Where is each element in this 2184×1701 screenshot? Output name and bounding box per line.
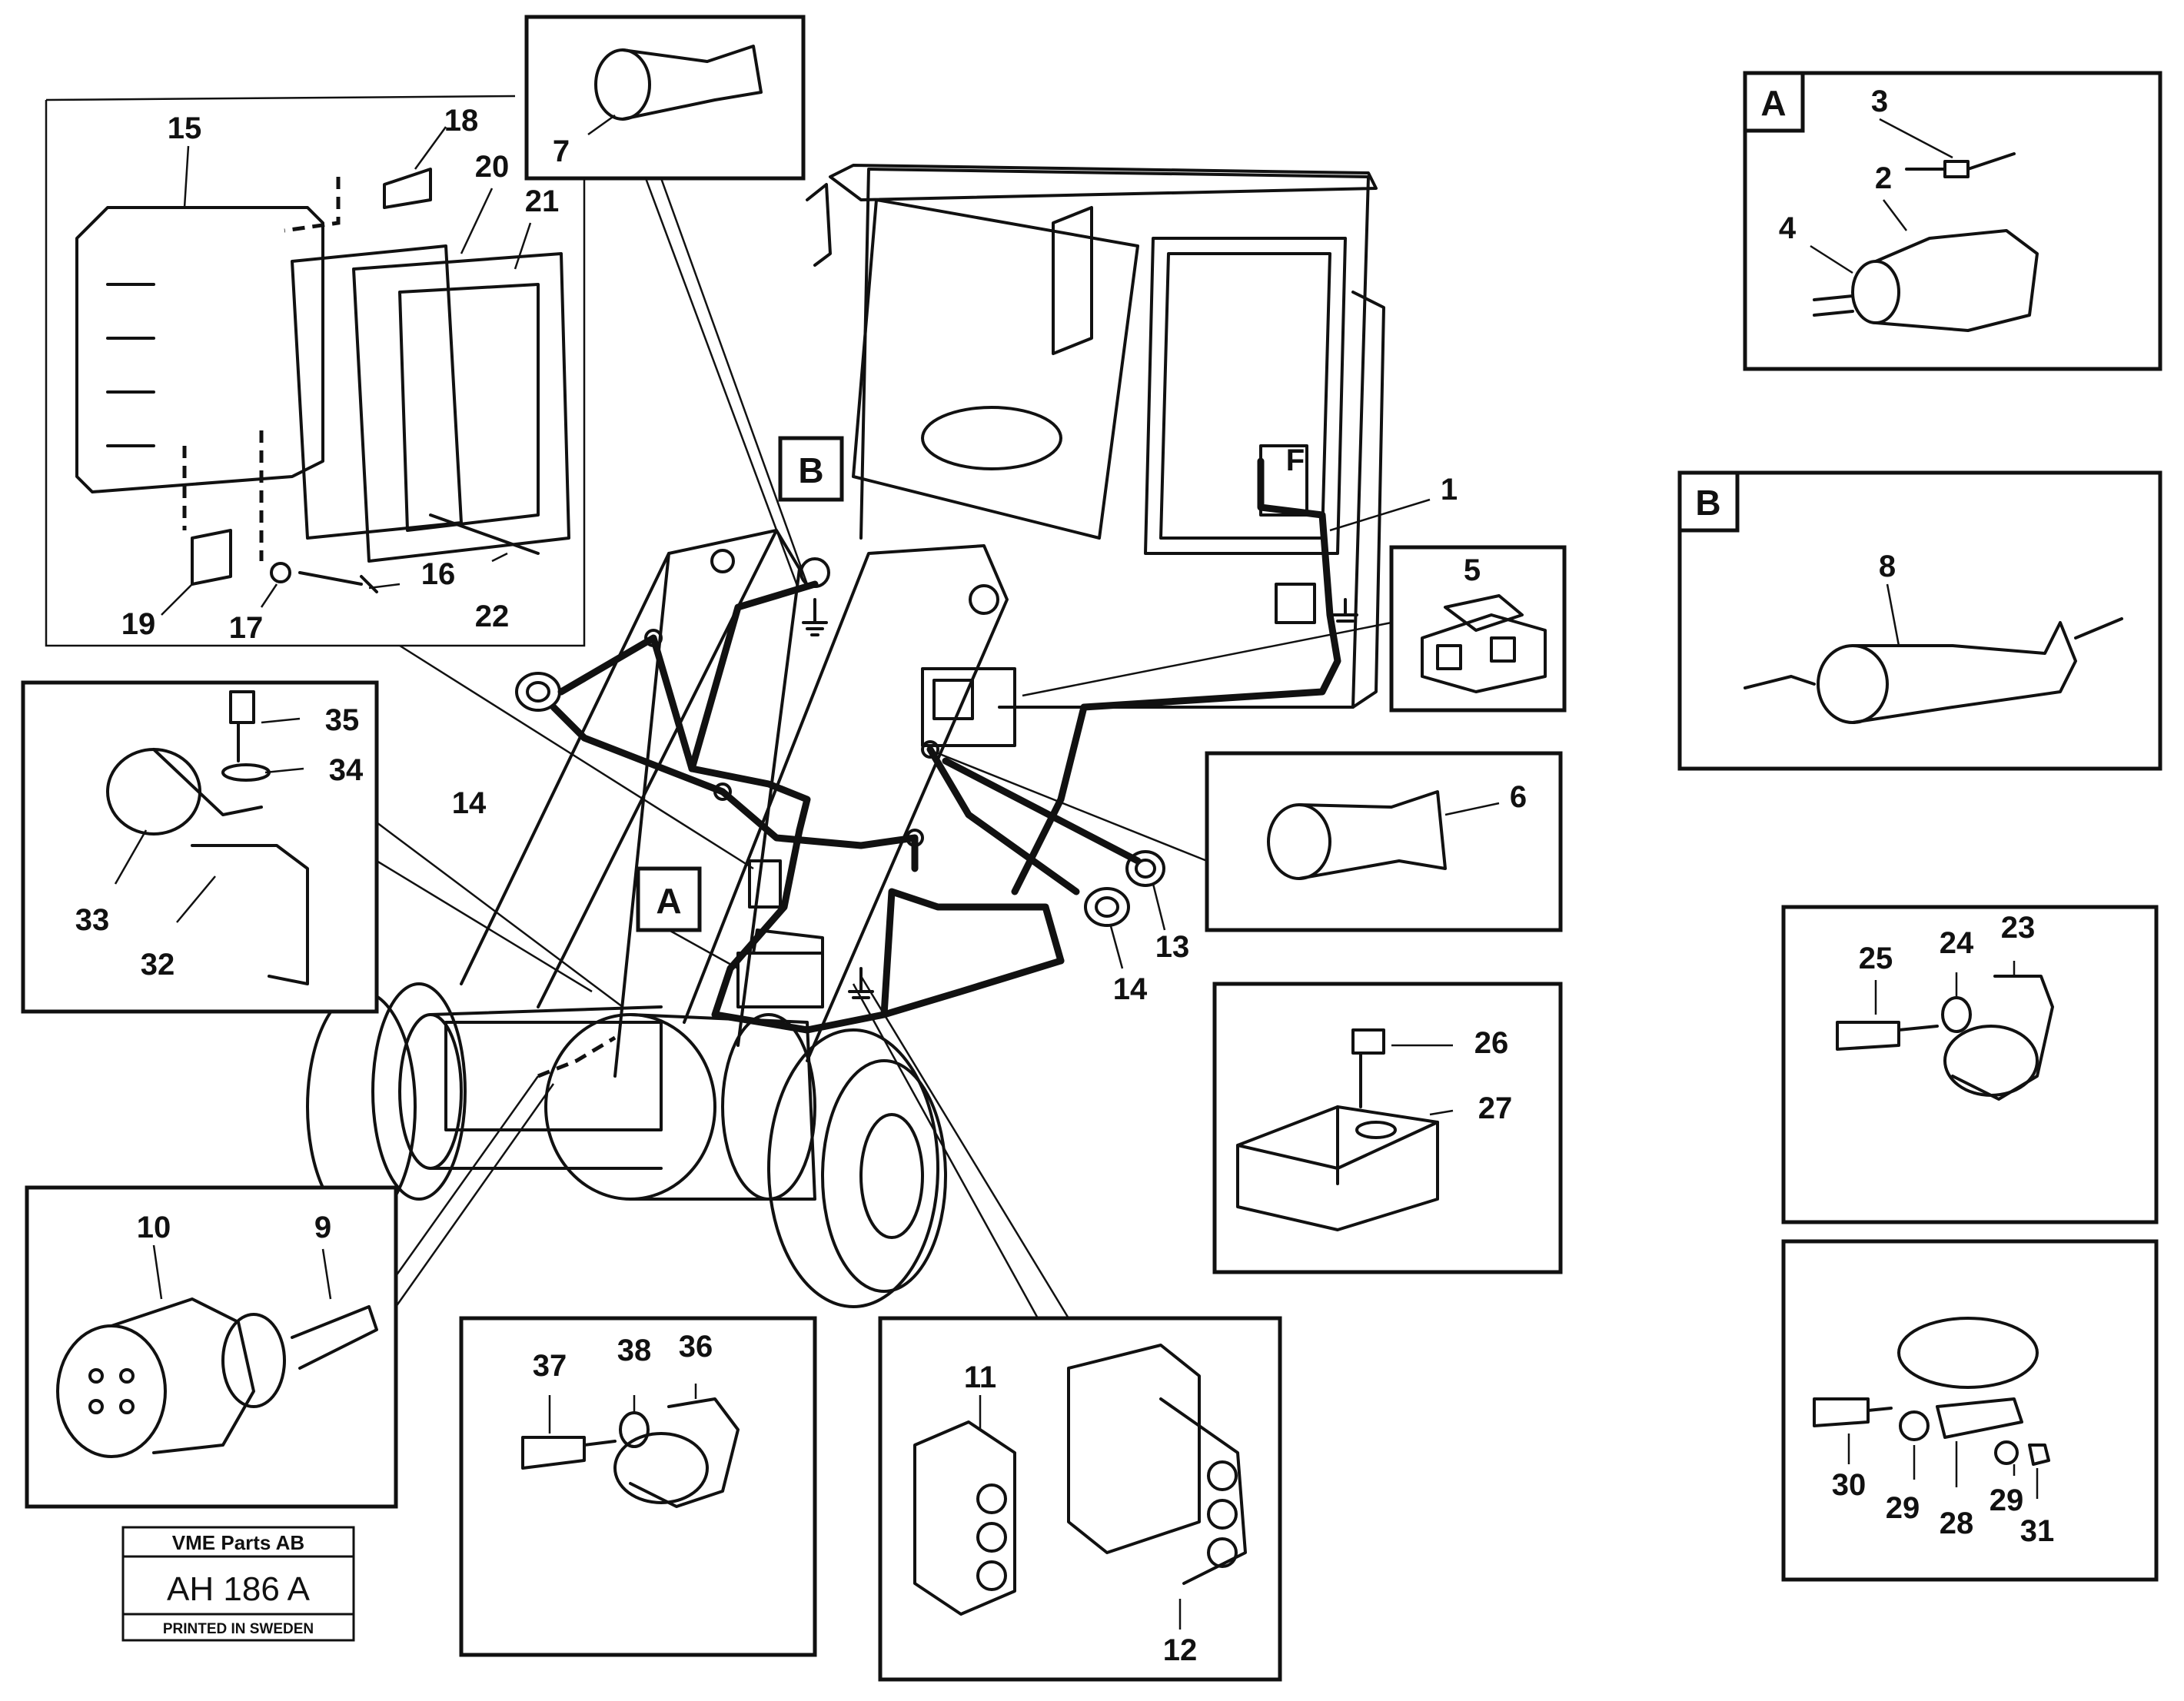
part-label-32: 32: [141, 948, 175, 982]
detail-a: A 3 2 4: [1743, 71, 2162, 371]
callout-b-main: B: [778, 436, 844, 502]
part-label-20: 20: [475, 150, 510, 184]
part-label-18: 18: [444, 104, 479, 138]
part-label-12: 12: [1163, 1633, 1198, 1667]
detail-b: B 8: [1677, 470, 2162, 771]
callout-a-main: A: [636, 866, 739, 970]
part-label-36: 36: [679, 1330, 713, 1364]
svg-text:A: A: [656, 881, 681, 921]
part-label-26: 26: [1474, 1026, 1509, 1060]
part-label-22: 22: [475, 600, 510, 633]
part-label-5: 5: [1464, 553, 1481, 587]
part-label-38: 38: [617, 1334, 652, 1367]
stamp-footer: PRINTED IN SWEDEN: [163, 1621, 314, 1637]
part-label-9: 9: [314, 1211, 331, 1244]
part-label-31: 31: [2020, 1514, 2055, 1548]
detail-clamp-28-31: 30 29 28 29 31: [1781, 1239, 2159, 1582]
part-label-1: 1: [1441, 473, 1458, 507]
part-label-34: 34: [329, 753, 364, 787]
part-label-17: 17: [229, 611, 264, 645]
part-label-8: 8: [1879, 550, 1896, 583]
part-label-7: 7: [553, 135, 570, 168]
part-label-10: 10: [137, 1211, 171, 1244]
stamp-code: AH 186 A: [167, 1570, 311, 1608]
detail-block-26-27: 26 27: [1212, 982, 1563, 1274]
part-label-29-left: 29: [1886, 1491, 1920, 1525]
part-label-30: 30: [1832, 1468, 1867, 1502]
part-label-25: 25: [1859, 942, 1893, 975]
part-label-16: 16: [421, 557, 456, 591]
detail-clamp-23-25: 25 24 23: [1781, 905, 2159, 1224]
machine-illustration: F: [306, 164, 1385, 1308]
part-label-37: 37: [533, 1349, 567, 1383]
part-label-24: 24: [1940, 926, 1974, 960]
detail-boot-7: 7: [524, 15, 809, 593]
detail-connectors-11-12: 11 12: [852, 975, 1282, 1682]
detail-b-letter: B: [1695, 483, 1720, 523]
detail-clamp-32-35: 35 34 33 32: [21, 680, 623, 1014]
part-label-6: 6: [1510, 780, 1527, 814]
detail-clamp-36-38: 37 38 36: [459, 1316, 817, 1657]
part-label-35: 35: [325, 703, 360, 737]
part-label-14-left: 14: [452, 786, 487, 820]
stamp-brand: VME Parts AB: [172, 1531, 304, 1554]
detail-relay-5: 5: [1022, 545, 1567, 713]
detail-boot-6: 6: [937, 751, 1563, 932]
part-label-33: 33: [75, 903, 110, 937]
part-label-28: 28: [1940, 1507, 1974, 1540]
part-label-13: 13: [1155, 930, 1190, 964]
detail-plug-9-10: 10 9: [25, 1075, 555, 1509]
part-label-29-right: 29: [1990, 1483, 2024, 1517]
part-label-27: 27: [1478, 1091, 1513, 1125]
svg-text:B: B: [798, 450, 823, 490]
part-label-11: 11: [964, 1360, 996, 1394]
part-label-23: 23: [2001, 911, 2036, 945]
part-label-19: 19: [121, 607, 156, 641]
cab-fuse-letter: F: [1286, 444, 1305, 477]
part-label-3: 3: [1871, 85, 1888, 118]
part-label-14-right: 14: [1113, 972, 1148, 1006]
stamp-vme-parts: VME Parts AB AH 186 A PRINTED IN SWEDEN: [121, 1526, 355, 1642]
part-label-21: 21: [525, 184, 560, 218]
detail-electrical-box: 15 18 20 21 16 22 19 17: [45, 95, 754, 870]
detail-a-letter: A: [1760, 83, 1786, 123]
part-label-4: 4: [1779, 211, 1797, 245]
part-label-2: 2: [1875, 161, 1892, 195]
part-label-15: 15: [168, 111, 202, 145]
